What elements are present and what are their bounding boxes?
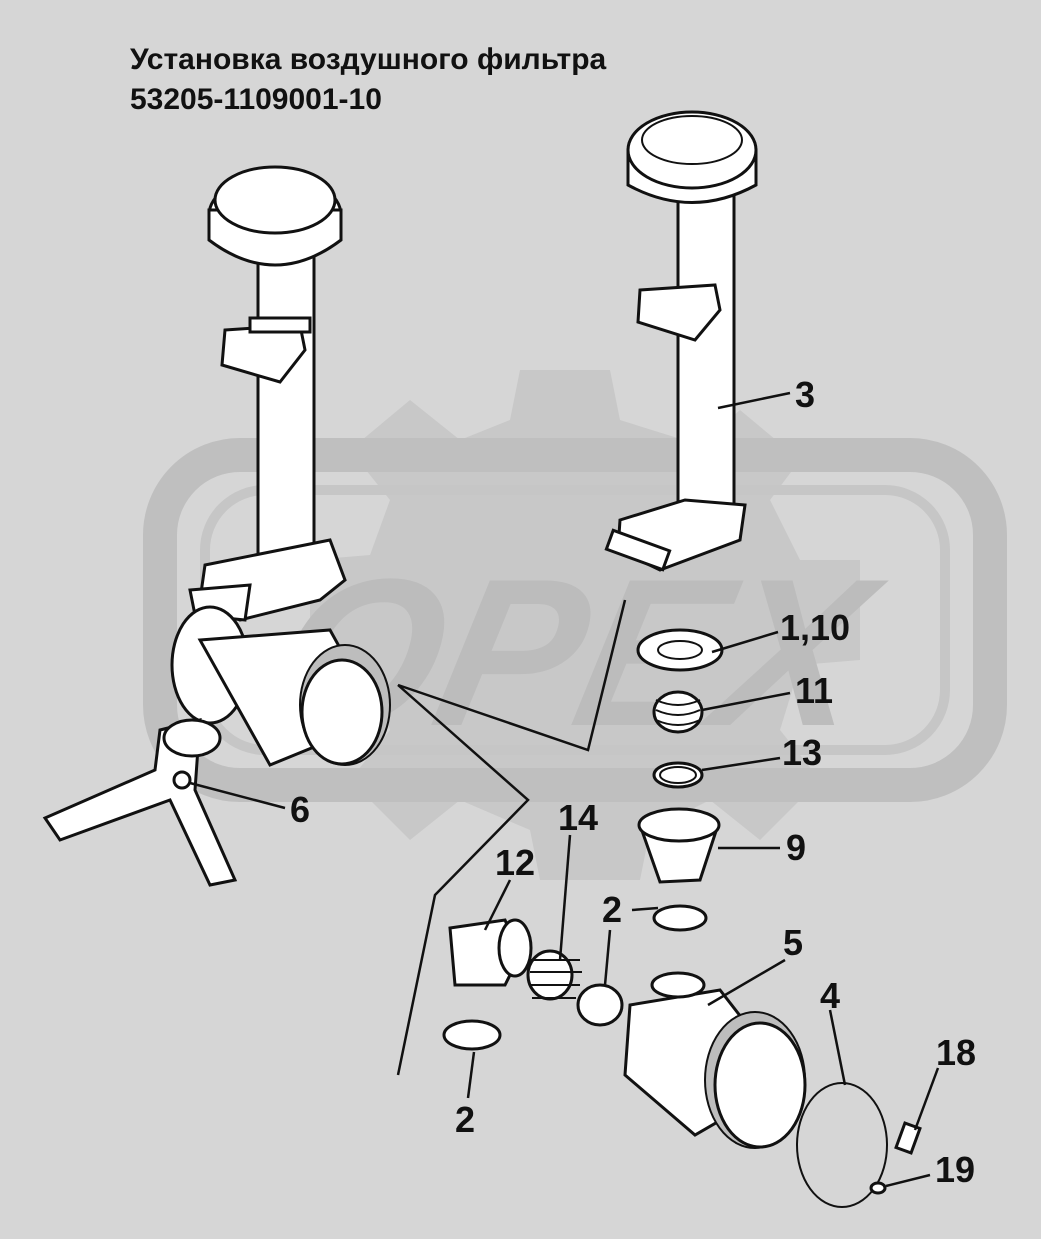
watermark-frame-outer [143,438,1007,802]
part-19-nut [869,1181,887,1195]
part-11-spring [652,690,704,734]
leader-14 [558,834,572,961]
leader-4 [828,1009,847,1086]
leader-2-lower [466,1051,476,1099]
title-line-2: 53205-1109001-10 [130,83,382,116]
leader-1-10 [711,630,779,654]
assembly-line-right [397,599,627,752]
part-2-clamp-middle [576,983,624,1027]
part-14-corrugated-hose [526,949,582,1001]
callout-19: 19 [935,1149,975,1190]
part-1-10-ring [636,628,724,672]
part-2-clamp-lower [442,1019,502,1051]
part-13-ring [652,761,704,789]
part-18-bolt [894,1121,922,1155]
leader-12 [483,879,512,931]
leader-5 [707,958,786,1007]
callout-13: 13 [782,732,822,773]
leader-19 [885,1173,931,1188]
callout-9: 9 [786,827,806,868]
assembly-line-left [396,684,530,1076]
part-2-clamp-upper [652,904,708,932]
callout-2-lower: 2 [455,1099,475,1140]
callout-1-10: 1,10 [780,607,850,648]
part-12-elbow [448,918,533,987]
callout-11: 11 [795,670,833,711]
part-9-boot [637,807,721,884]
callout-4: 4 [820,975,840,1016]
title-line-1: Установка воздушного фильтра [130,43,607,76]
left-filter-housing [170,538,391,767]
part-4-band [796,1082,888,1208]
leader-2-middle [603,929,612,986]
callout-14: 14 [558,797,598,838]
callout-12: 12 [495,842,535,883]
diagram-title: Установка воздушного фильтра 53205-11090… [130,40,606,120]
leader-11 [701,691,791,712]
leader-13 [701,756,781,772]
leader-6 [189,781,286,810]
leader-18 [913,1067,940,1131]
callout-5: 5 [783,922,803,963]
callout-6: 6 [290,789,310,830]
callout-18: 18 [936,1032,976,1073]
callout-2-upper: 2 [602,889,622,930]
callout-3: 3 [795,374,815,415]
right-intake-pipe-3 [604,110,758,572]
leader-3 [717,391,791,410]
support-bracket-6 [42,718,238,887]
leader-2-upper [631,906,659,912]
part-5-filter-housing [623,971,807,1149]
